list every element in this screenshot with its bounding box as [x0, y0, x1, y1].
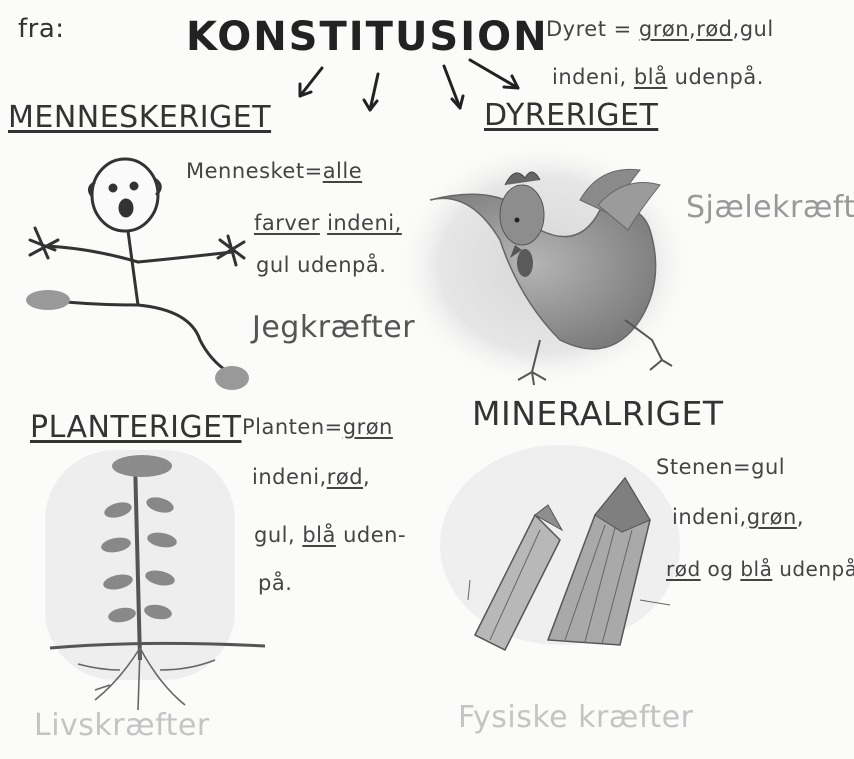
mineral-note-and: og	[708, 557, 734, 581]
mineral-note-inside: indeni,	[672, 505, 747, 529]
plant-note-red: rød	[327, 465, 363, 489]
category-human-label: MENNESKERIGET	[8, 100, 271, 135]
human-note-all: alle	[323, 159, 362, 183]
animal-note-green: grøn	[639, 17, 689, 41]
animal-force-label: Sjælekræfter	[686, 190, 854, 225]
mineral-note-green: grøn	[747, 505, 797, 529]
plant-note-subject: Planten=	[242, 415, 343, 439]
mineral-note-yellow: gul	[751, 455, 785, 479]
human-note-colors: farver	[254, 211, 320, 235]
plant-note-blue: blå	[302, 523, 336, 547]
animal-note-line-1: Dyret = grøn,rød,gul	[546, 14, 774, 44]
animal-note-outside: udenpå.	[675, 65, 764, 89]
crystals-drawing	[440, 445, 680, 650]
plant-note-outside-1: uden-	[343, 523, 406, 547]
mineral-note-line-3: rød og blå udenpå	[666, 554, 854, 584]
mineral-note-red: rød	[666, 557, 701, 581]
category-mineral-label: MINERALRIGET	[472, 394, 724, 433]
mineral-note-subject: Stenen=	[656, 455, 751, 479]
human-note-inside: indeni,	[327, 211, 402, 235]
mineral-note-line-2: indeni,grøn,	[672, 502, 804, 532]
plant-force-label: Livskræfter	[34, 708, 210, 743]
right-foot-shape	[215, 366, 249, 390]
mineral-note-blue: blå	[740, 557, 772, 581]
animal-note-yellow: gul	[740, 17, 774, 41]
plant-note-line-3: gul, blå uden-	[254, 520, 406, 550]
plant-note-yellow: gul,	[254, 523, 295, 547]
category-animal-label: DYRERIGET	[484, 98, 658, 133]
mineral-force-label: Fysiske kræfter	[458, 700, 693, 735]
human-note-line-1: Mennesket=alle	[186, 156, 362, 186]
human-note-subject: Mennesket=	[186, 159, 323, 183]
animal-note-line-2: indeni, blå udenpå.	[552, 62, 764, 92]
animal-note-subject: Dyret =	[546, 17, 632, 41]
corner-fragment: fra:	[18, 14, 65, 44]
mineral-note-line-1: Stenen=gul	[656, 452, 785, 482]
human-note-line-3: gul udenpå.	[256, 250, 386, 280]
plant-drawing	[45, 450, 265, 710]
category-plant-label: PLANTERIGET	[30, 410, 241, 445]
animal-note-inside: indeni,	[552, 65, 627, 89]
chicken-drawing	[395, 140, 695, 390]
plant-note-line-2: indeni,rød,	[252, 462, 370, 492]
animal-note-red: rød	[696, 17, 732, 41]
human-force-label: Jegkræfter	[252, 310, 415, 345]
plant-note-green: grøn	[343, 415, 393, 439]
stick-figure-drawing	[30, 159, 244, 372]
human-note-line-2: farver indeni,	[254, 208, 402, 238]
page-title: KONSTITUSION	[186, 14, 549, 60]
plant-note-inside: indeni,	[252, 465, 327, 489]
mineral-note-outside: udenpå	[779, 557, 854, 581]
animal-note-blue: blå	[634, 65, 668, 89]
plant-note-line-1: Planten=grøn	[242, 412, 393, 442]
plant-note-line-4: på.	[258, 568, 292, 598]
left-foot-shape	[26, 290, 70, 310]
